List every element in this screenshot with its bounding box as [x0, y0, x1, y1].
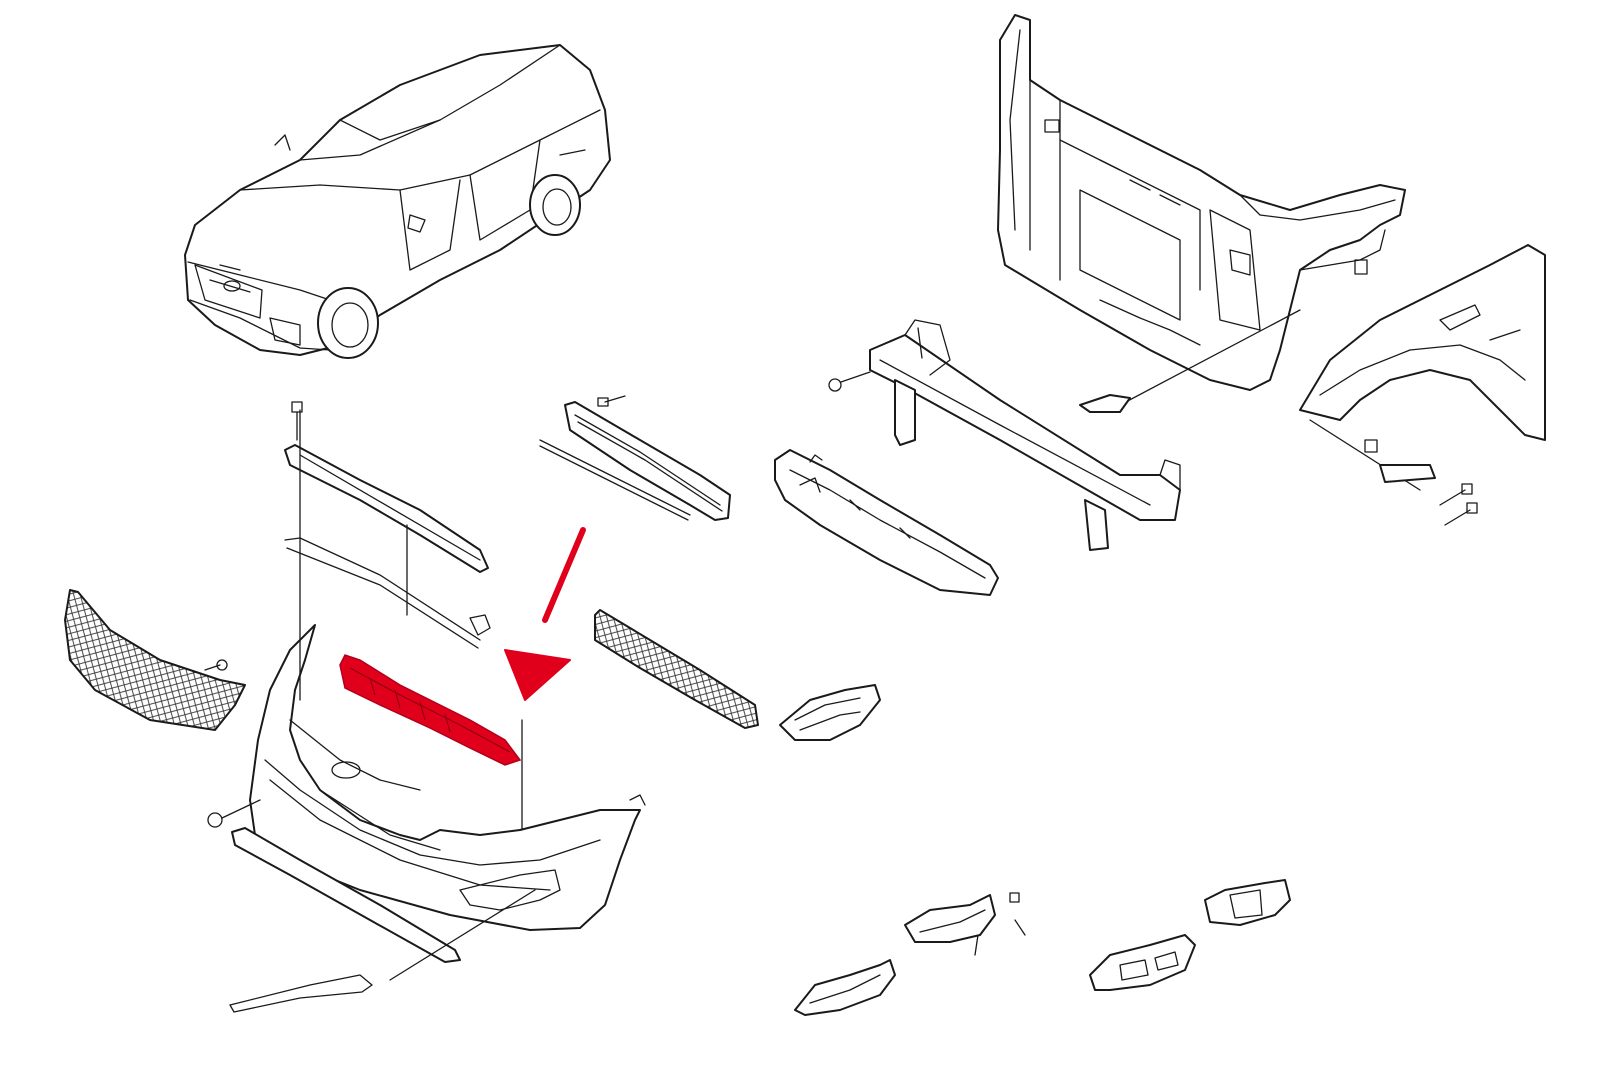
- leader-lines: [299, 309, 1421, 981]
- front-grille-mesh: [64, 589, 246, 731]
- front-fender: [1299, 244, 1546, 441]
- fender-bracket: [1079, 394, 1478, 526]
- radiator-support-panel: [997, 14, 1406, 391]
- fog-lamp-bracket-right: [1089, 879, 1291, 991]
- lower-bumper-grille: [594, 609, 759, 729]
- red-indicator-arrow: [504, 527, 586, 701]
- highlighted-bumper-bracket: [339, 654, 522, 766]
- fog-lamp-cover-upper: [779, 684, 881, 741]
- fog-lamp-bracket-left: [794, 892, 1026, 1016]
- bumper-reinforcement-beam: [828, 319, 1181, 551]
- lower-spoiler-strip: [229, 827, 461, 1013]
- front-bumper-cover: [207, 624, 646, 931]
- upper-radiator-grille: [539, 395, 731, 521]
- energy-absorber: [774, 449, 999, 596]
- upper-bumper-bracket: [284, 401, 491, 649]
- car-overview-illustration: [184, 44, 611, 359]
